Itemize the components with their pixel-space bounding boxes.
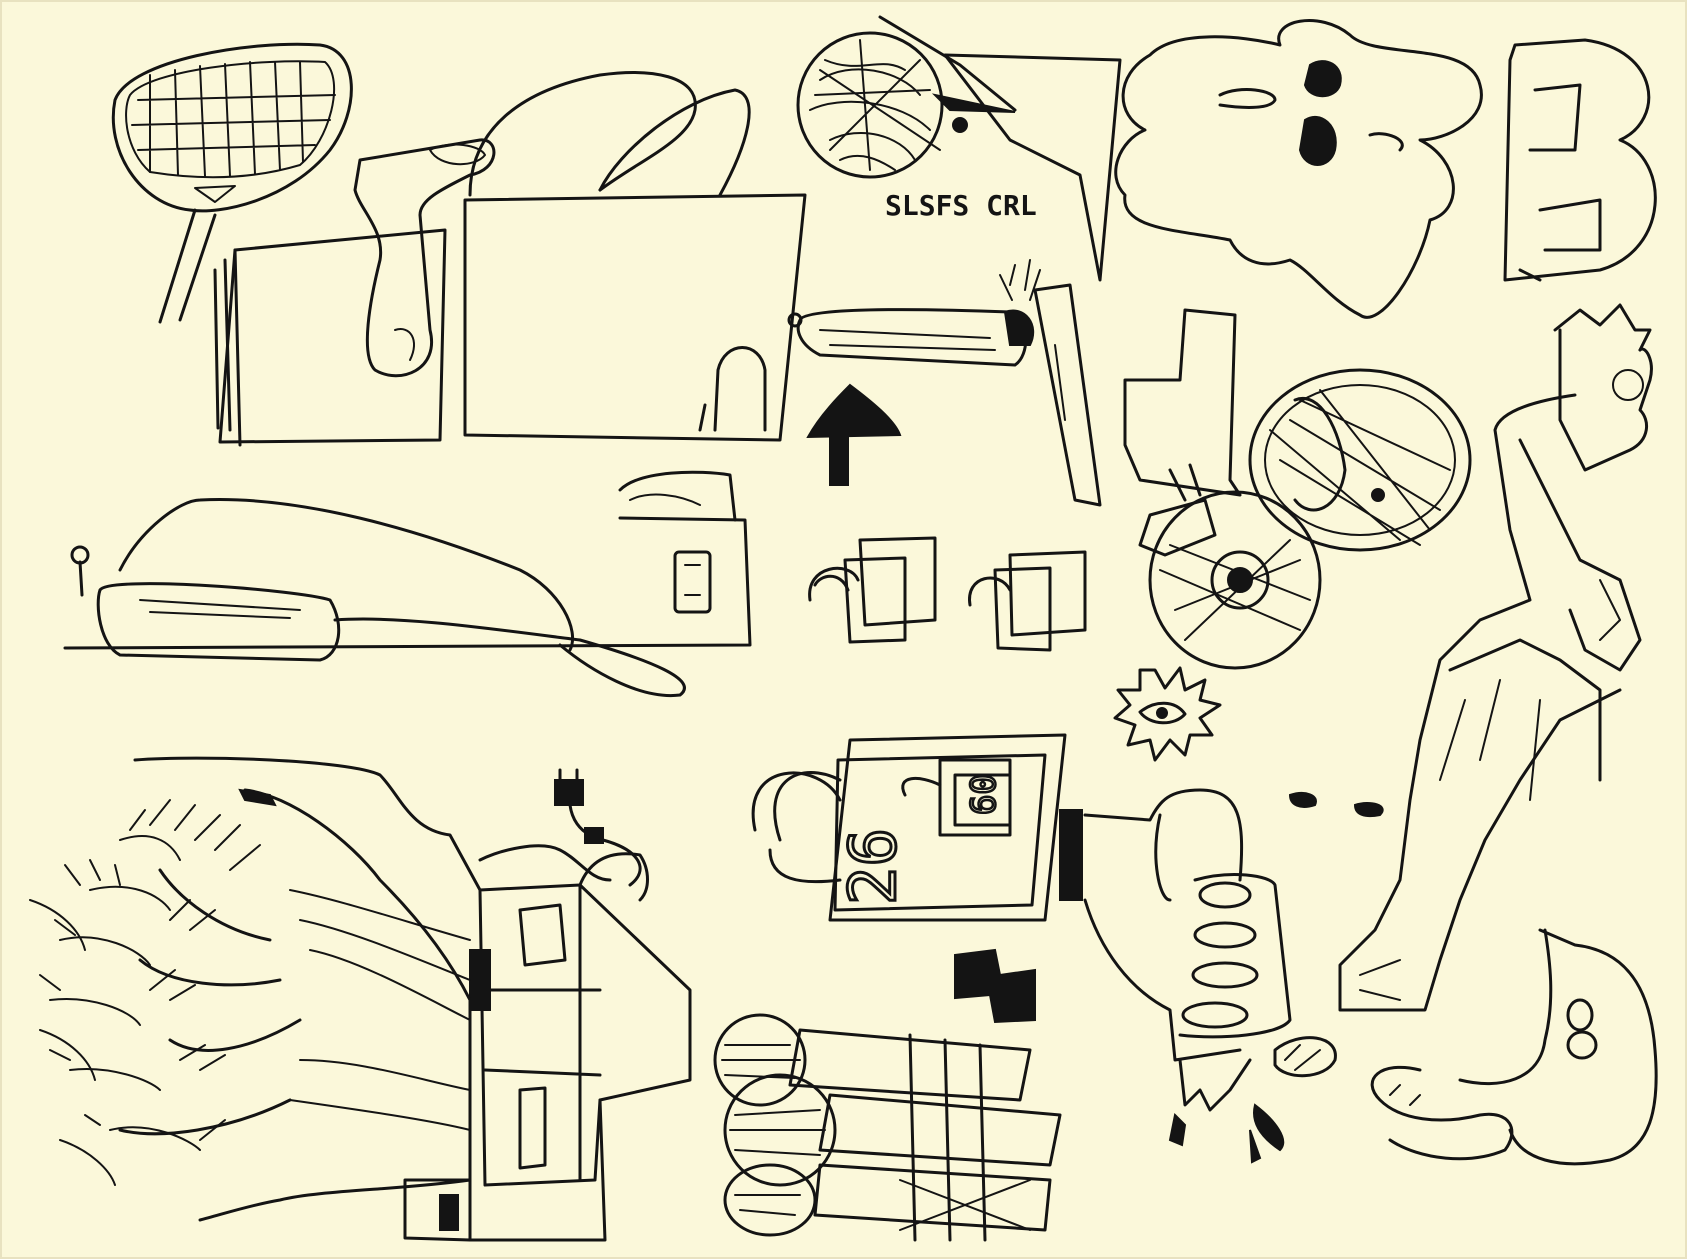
wheels-drawing	[1123, 308, 1472, 670]
plant-drawing	[29, 788, 472, 1222]
bag-number-small: 60	[964, 774, 1004, 815]
caption-text: SLSFS CRL	[885, 189, 1037, 222]
cat-drawing	[1370, 928, 1658, 1166]
shopping-bags-drawing	[808, 536, 1087, 652]
power-strip-drawing	[63, 470, 752, 698]
tennis-racket-drawing	[111, 42, 353, 324]
fist-bottle-drawing	[1083, 788, 1337, 1112]
hand-paper-drawing	[213, 71, 807, 447]
boxes-drawing	[133, 756, 692, 1242]
bag-numbers-drawing: 26 60	[751, 733, 1067, 922]
flag-drawing	[943, 53, 1122, 282]
moon-ball-drawing	[796, 15, 1017, 179]
bag-number-large: 26	[837, 828, 911, 905]
ink-blocks-drawing	[954, 792, 1384, 1164]
makeup-brushes-drawing	[713, 1013, 1062, 1242]
starburst-eye-drawing	[1113, 666, 1222, 762]
letter-b-drawing	[1503, 38, 1657, 282]
person-drawing	[1338, 303, 1653, 1012]
flower-drawing	[1114, 19, 1483, 319]
rolling-pin-drawing	[787, 259, 1102, 507]
plug-drawing	[554, 768, 642, 887]
arrow-up-drawing	[806, 383, 902, 486]
